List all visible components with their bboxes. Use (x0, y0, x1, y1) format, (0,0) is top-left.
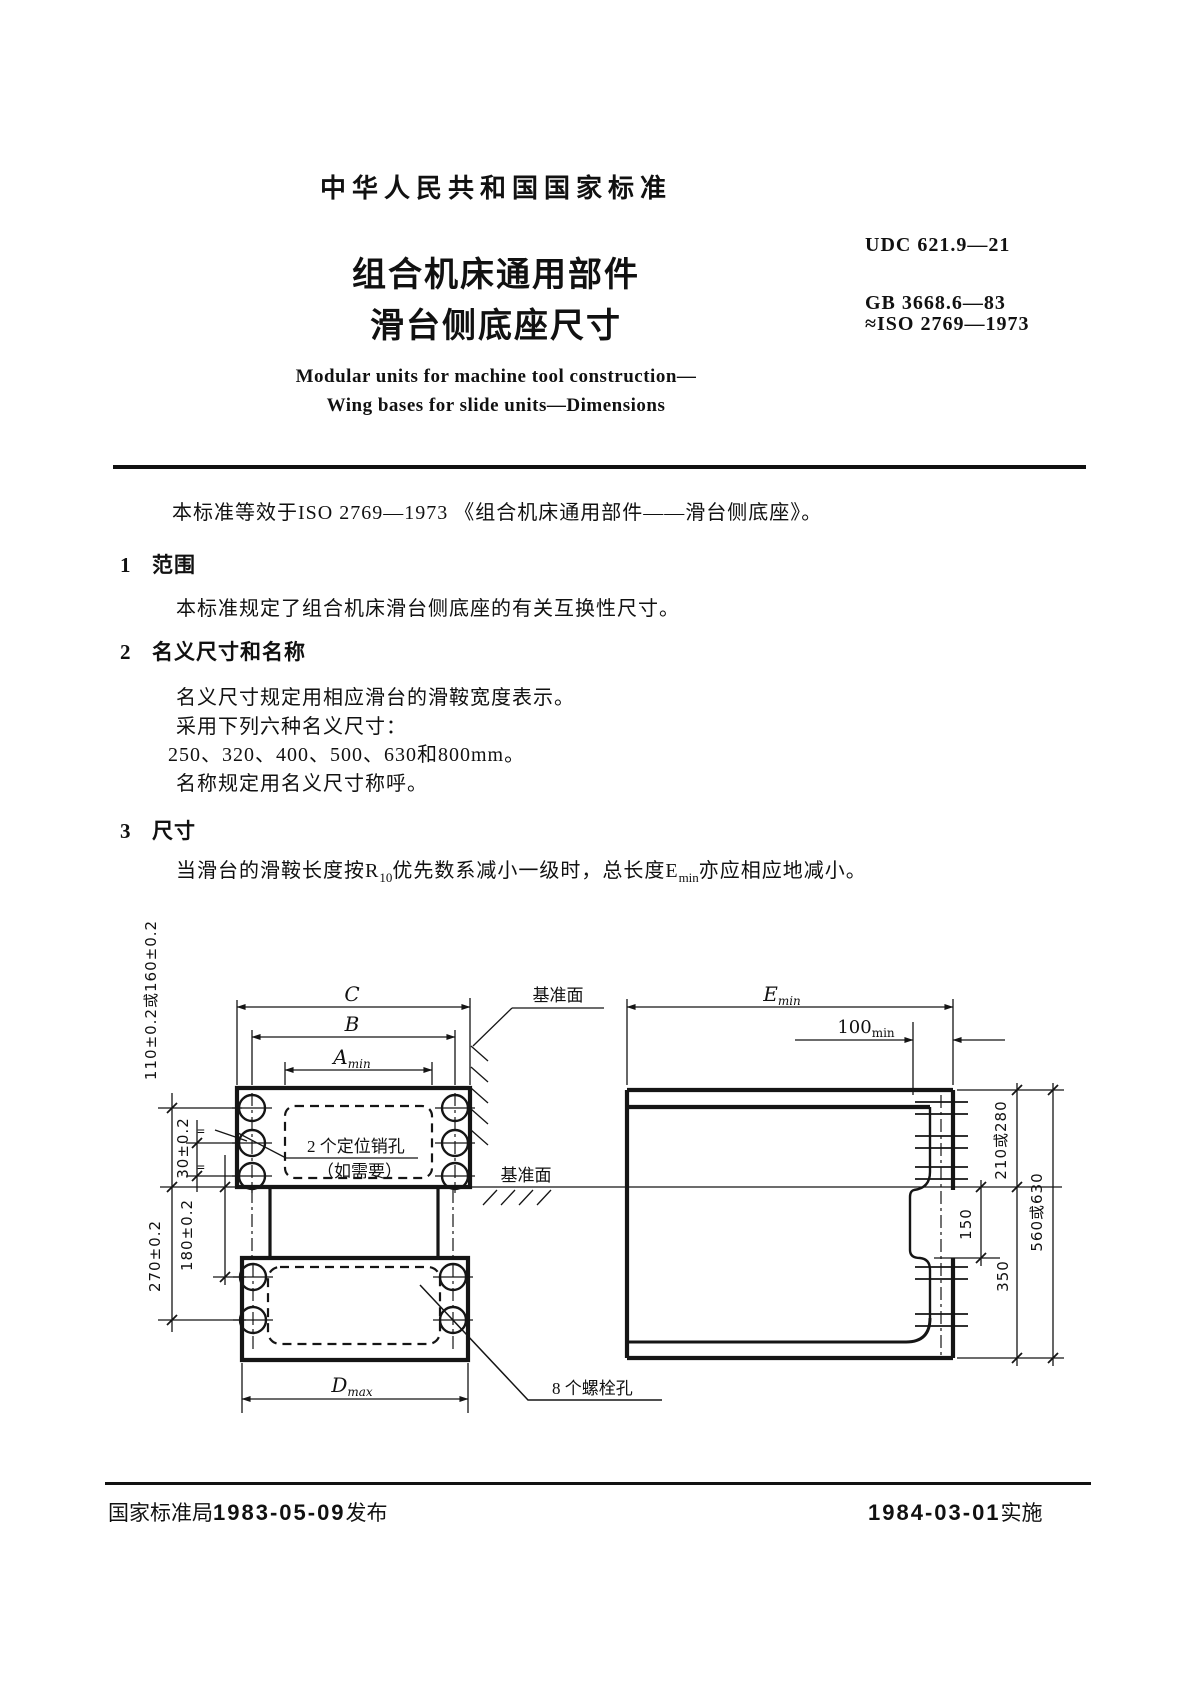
section-3-number: 3 (120, 819, 132, 843)
dim-label-100min: 100min (837, 1017, 895, 1040)
gb-code: GB 3668.6—83 (865, 292, 1006, 314)
lower-body-holes (233, 1262, 473, 1335)
side-bottom-inner-edge (627, 1317, 932, 1344)
page-title-line1: 组合机床通用部件 (352, 257, 640, 294)
lower-wing-body-outline (239, 1255, 471, 1363)
section-2-paragraph-4: 名称规定用名义尺寸称呼。 (176, 773, 428, 795)
national-standard-heading: 中华人民共和国国家标准 (319, 174, 672, 203)
section-1-paragraph: 本标准规定了组合机床滑台侧底座的有关互换性尺寸。 (176, 598, 680, 620)
footer-divider-rule (105, 1482, 1091, 1485)
pin-hole-callout: 2 个定位销孔 （如需要） (237, 1132, 418, 1181)
section-2-title: 名义尺寸和名称 (152, 640, 306, 664)
equal-mark-1: = (197, 1125, 205, 1140)
upper-hidden-contour (283, 1104, 434, 1180)
pin-note-line2: （如需要） (317, 1162, 402, 1181)
intro-paragraph: 本标准等效于ISO 2769—1973 《组合机床通用部件——滑台侧底座》。 (172, 502, 823, 524)
emin-subscript: min (678, 870, 699, 885)
plan-view: C B Amin 基准面 (142, 920, 662, 1413)
datum-label-top: 基准面 (533, 986, 584, 1005)
issuing-body: 国家标准局 (108, 1501, 213, 1525)
effective-date: 1984-03-01 (868, 1500, 1001, 1525)
dim-label-350: 350 (994, 1260, 1012, 1292)
iso-reference: ≈ISO 2769—1973 (865, 313, 1030, 335)
upper-body-holes (232, 1093, 475, 1191)
right-vertical-dimensions: 210或280 150 350 560或630 (934, 1083, 1064, 1366)
section-3-title: 尺寸 (152, 819, 196, 843)
left-vertical-dimensions: 110±0.2或160±0.2 30±0.2 270±0.2 180±0.2 =… (142, 920, 248, 1332)
page-title-line2: 滑台侧底座尺寸 (370, 308, 622, 345)
issue-date: 1983-05-09 (213, 1500, 346, 1525)
section-1-number: 1 (120, 553, 132, 577)
dim-label-30: 30±0.2 (174, 1117, 192, 1179)
dim-label-Amin: Amin (331, 1045, 370, 1071)
bolt-note-text: 8 个螺栓孔 (552, 1379, 633, 1398)
dim-label-210-280: 210或280 (992, 1100, 1010, 1179)
section-2-heading: 2 名义尺寸和名称 (120, 636, 306, 666)
dim-label-Dmax: Dmax (330, 1373, 373, 1399)
side-view: Emin 100min 210或280 (624, 982, 1064, 1366)
dim-label-110-160: 110±0.2或160±0.2 (142, 920, 160, 1080)
dim-label-560-630: 560或630 (1028, 1172, 1046, 1251)
pin-note-line1: 2 个定位销孔 (307, 1137, 405, 1156)
flange-bolt-holes (915, 1101, 968, 1327)
r10-subscript: 10 (379, 870, 393, 885)
section-3-heading: 3 尺寸 (120, 815, 196, 845)
section-3-paragraph: 当滑台的滑鞍长度按R10优先数系减小一级时，总长度Emin亦应相应地减小。 (176, 860, 867, 885)
section-2-number: 2 (120, 640, 132, 664)
footer-effective: 1984-03-01实施 (868, 1497, 1043, 1527)
header-divider-rule (113, 465, 1086, 469)
english-title-line1: Modular units for machine tool construct… (295, 366, 697, 387)
section-1-heading: 1 范围 (120, 549, 196, 579)
equal-mark-2: = (197, 1161, 205, 1176)
bolt-hole-callout: 8 个螺栓孔 (419, 1284, 662, 1401)
flange-recess-profile (908, 1107, 932, 1320)
section-1-title: 范围 (152, 553, 196, 577)
dim-label-B: B (344, 1012, 360, 1036)
footer-issued: 国家标准局1983-05-09发布 (108, 1497, 388, 1527)
datum-label-center: 基准面 (501, 1166, 552, 1185)
dim-label-180: 180±0.2 (178, 1199, 196, 1271)
section-2-paragraph-3: 250、320、400、500、630和800mm。 (168, 744, 526, 766)
section-2-paragraph-2: 采用下列六种名义尺寸： (176, 716, 407, 738)
datum-centerline: 基准面 (160, 1166, 1062, 1206)
lower-hidden-contour (266, 1265, 442, 1346)
dim-label-270: 270±0.2 (146, 1220, 164, 1292)
datum-face-callout: 基准面 (470, 986, 604, 1146)
dim-label-Emin: Emin (762, 982, 801, 1008)
dim-label-150: 150 (957, 1208, 975, 1240)
upper-wing-body-outline (234, 1085, 473, 1190)
dim-label-C: C (344, 982, 359, 1006)
udc-code: UDC 621.9—21 (865, 234, 1011, 256)
section-2-paragraph-1: 名义尺寸规定用相应滑台的滑鞍宽度表示。 (176, 687, 575, 709)
issue-verb: 发布 (345, 1501, 388, 1525)
effective-verb: 实施 (1000, 1501, 1043, 1525)
english-title-line2: Wing bases for slide units—Dimensions (326, 395, 666, 416)
